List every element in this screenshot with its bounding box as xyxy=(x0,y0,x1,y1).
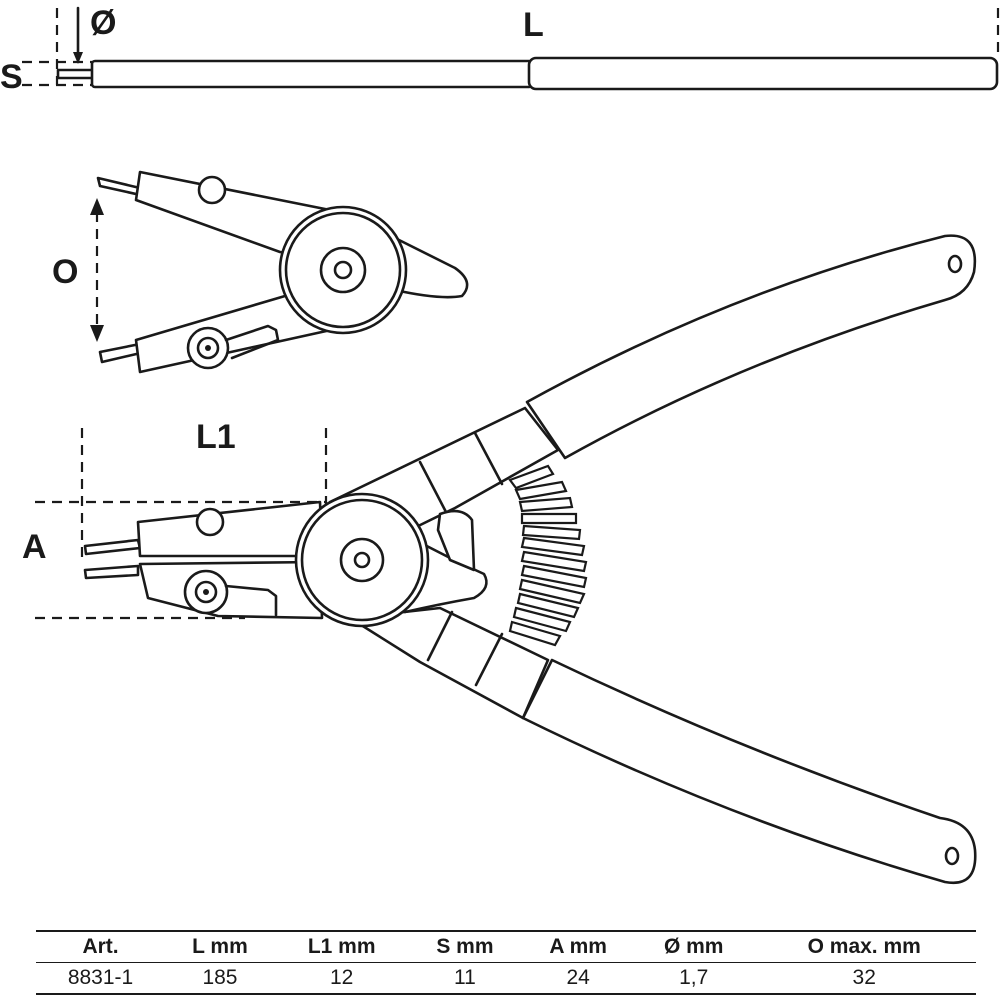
cell-diameter: 1,7 xyxy=(634,962,753,995)
cell-art: 8831-1 xyxy=(36,962,166,995)
tip-length-label: L1 xyxy=(196,418,236,456)
tip-detail-view: O xyxy=(52,170,469,374)
opening-label: O xyxy=(52,253,78,291)
cell-thickness: 11 xyxy=(408,962,522,995)
table-row: 8831-1 185 12 11 24 1,7 32 xyxy=(36,962,976,995)
diameter-label: Ø xyxy=(90,4,116,42)
side-view: Ø L S xyxy=(0,4,1000,96)
header-tip-length: L1 mm xyxy=(274,930,409,963)
cell-angle: 24 xyxy=(521,962,635,995)
angle-label: A xyxy=(22,528,47,566)
length-label: L xyxy=(523,6,544,44)
header-opening: O max. mm xyxy=(752,930,976,963)
thickness-label: S xyxy=(0,58,23,96)
header-thickness: S mm xyxy=(408,930,522,963)
cell-tip-length: 12 xyxy=(274,962,409,995)
pliers-technical-drawing: Ø L S O L1 A xyxy=(0,4,1000,885)
table-header-row: Art. L mm L1 mm S mm A mm Ø mm O max. mm xyxy=(36,930,976,963)
header-diameter: Ø mm xyxy=(634,930,753,963)
cell-opening: 32 xyxy=(752,962,976,995)
cell-length: 185 xyxy=(165,962,275,995)
spring xyxy=(508,464,588,647)
specification-table: Art. L mm L1 mm S mm A mm Ø mm O max. mm… xyxy=(36,930,976,995)
header-angle: A mm xyxy=(521,930,635,963)
main-pliers-view: L1 A xyxy=(22,234,977,885)
header-art: Art. xyxy=(36,930,166,963)
header-length: L mm xyxy=(165,930,275,963)
